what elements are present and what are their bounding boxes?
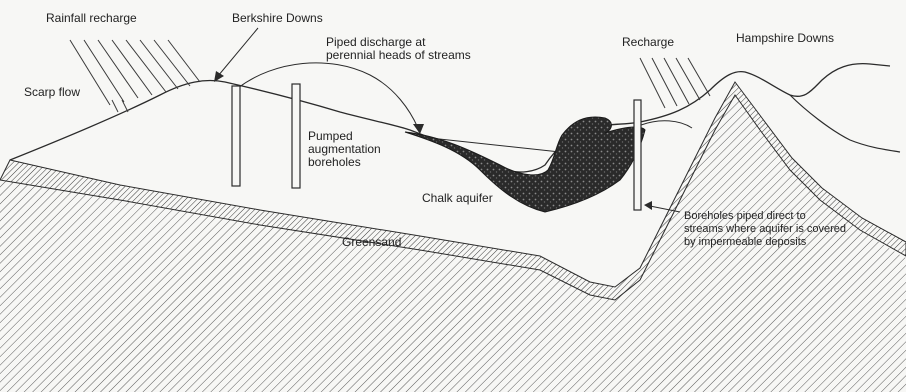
pumped-boreholes-label: Pumped augmentation boreholes [308,130,381,169]
boreholes-piped-label: Boreholes piped direct to streams where … [684,210,846,249]
borehole-3-pipe [641,121,692,128]
chalk-aquifer-label: Chalk aquifer [422,192,493,205]
piped-discharge-pipe [238,63,418,128]
borehole-1 [232,86,240,186]
berkshire-downs-label: Berkshire Downs [232,12,323,25]
piped-discharge-label: Piped discharge at perennial heads of st… [326,36,471,62]
rainfall-lines [70,40,200,105]
recharge-label: Recharge [622,36,674,49]
boreholes-pointer-head [644,201,652,210]
recharge-lines [640,58,710,108]
scarp-flow-lines [112,100,128,112]
scarp-flow-label: Scarp flow [24,86,80,99]
greensand-label: Greensand [342,236,401,249]
hampshire-downs-label: Hampshire Downs [736,32,834,45]
borehole-2 [292,84,300,188]
rainfall-recharge-label: Rainfall recharge [46,12,137,25]
hampshire-ridge [790,95,900,152]
pipe-arrowhead [413,124,424,134]
berkshire-pointer-arrow [218,28,258,76]
borehole-3 [634,100,641,210]
berkshire-arrowhead [214,71,224,82]
